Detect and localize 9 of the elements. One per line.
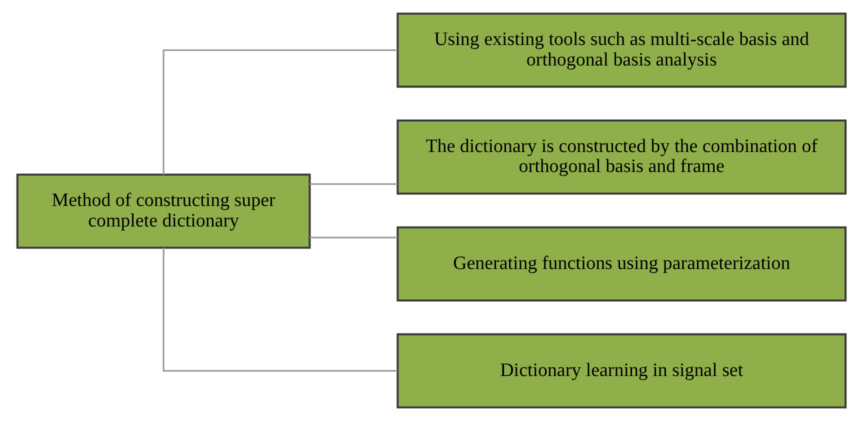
connector — [309, 236, 398, 238]
node-box: Generating functions using parameterization — [396, 226, 846, 302]
node-box: Dictionary learning in signal set — [396, 333, 846, 408]
connector — [162, 248, 397, 372]
node-box: Method of constructing super complete dictionary — [16, 174, 310, 249]
connector — [162, 49, 397, 175]
node-box: The dictionary is constructed by the combination of orthogonal basis and frame — [396, 120, 846, 195]
node-box: Using existing tools such as multi-scale basis and orthogonal basis analysis — [396, 12, 846, 88]
connector — [309, 183, 398, 185]
